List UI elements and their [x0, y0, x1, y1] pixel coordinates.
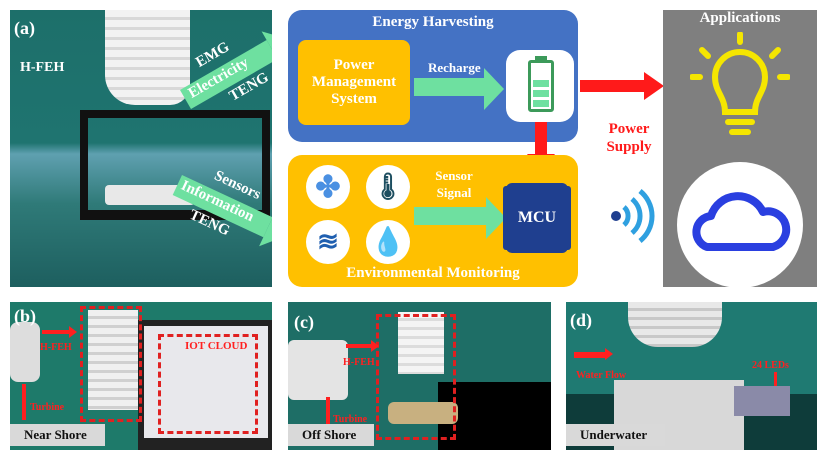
disk-image [105, 185, 195, 205]
off-shore-tag: Off Shore [288, 424, 375, 446]
led-panel [734, 386, 790, 416]
applications-box: Applications [663, 10, 817, 288]
mcu-chip: MCU [506, 183, 568, 253]
near-shore-tag: Near Shore [10, 424, 105, 446]
panel-d-label: (d) [570, 310, 592, 330]
recharge-label: Recharge [428, 60, 481, 75]
water-flow-label: Water Flow [576, 370, 627, 381]
power-supply-label: Power Supply [606, 121, 652, 155]
thermometer-icon: 🌡 [366, 165, 410, 209]
panel-d-photo: (d) Water Flow 24 LEDs Underwater [566, 302, 817, 450]
hfeh-label: H-FEH [40, 342, 72, 353]
turbine-label: Turbine [30, 402, 65, 413]
applications-title: Applications [699, 10, 781, 26]
lightbulb-icon [690, 32, 790, 135]
fan-icon: ✤ [306, 165, 350, 209]
iot-cloud-label: IOT CLOUD [185, 340, 248, 352]
cloud-icon [677, 162, 803, 288]
panel-a-photo: (a) H-FEH EMG Electricity TENG Sensors I… [10, 10, 272, 287]
panel-c-label: (c) [294, 312, 314, 332]
turbine-label: Turbine [333, 414, 368, 425]
device-label: H-FEH [20, 60, 65, 75]
battery-to-mcu-arrow [535, 122, 547, 156]
sensor-signal-arrow [414, 197, 506, 239]
turbine-image [105, 10, 190, 105]
hfeh-label: H-FEH [343, 357, 375, 368]
energy-harvesting-title: Energy Harvesting [372, 14, 494, 30]
underwater-tag: Underwater [566, 424, 666, 446]
environmental-monitoring-title: Environmental Monitoring [346, 265, 520, 281]
power-management-box: Power Management System [298, 40, 410, 125]
water-drop-icon: 💧 [366, 220, 410, 264]
frame-image [80, 110, 270, 220]
panel-a-label: (a) [14, 18, 35, 38]
supply-arrow [580, 80, 645, 92]
panel-b-photo: (b) H-FEH IOT CLOUD Turbine Near Shore [10, 302, 272, 450]
battery-icon [506, 50, 574, 122]
wave-icon: ≋ [306, 220, 350, 264]
panel-b-label: (b) [14, 306, 36, 326]
environmental-monitoring-box: ✤ 🌡 ≋ 💧 Sensor Signal MCU Environmental … [288, 155, 578, 287]
sensor-signal-label: Sensor Signal [435, 168, 473, 200]
energy-harvesting-box: Energy Harvesting Power Management Syste… [288, 10, 578, 142]
wifi-icon [600, 185, 660, 245]
panel-c-photo: (c) H-FEH Turbine Off Shore [288, 302, 551, 450]
recharge-arrow [414, 68, 504, 110]
leds-label: 24 LEDs [752, 360, 789, 371]
